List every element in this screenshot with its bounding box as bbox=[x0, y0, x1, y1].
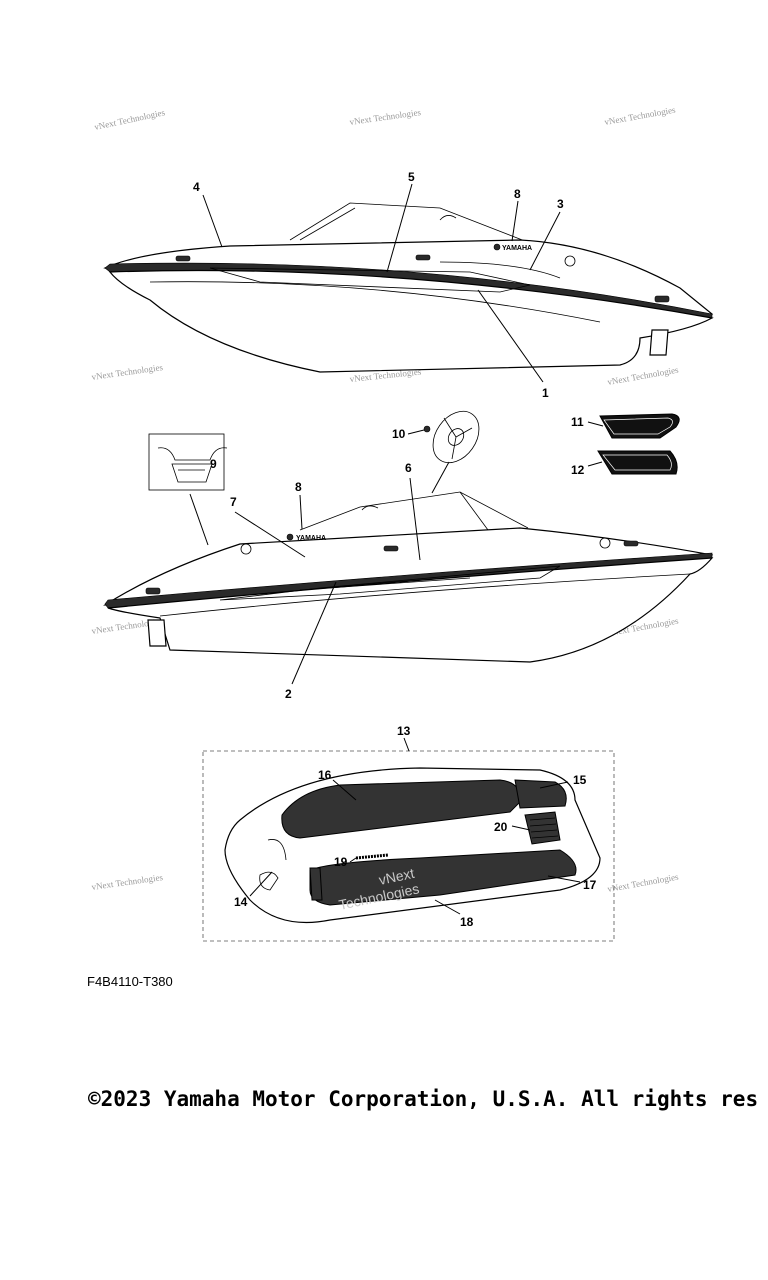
steering-wheel bbox=[423, 410, 480, 464]
callout-7: 7 bbox=[230, 495, 237, 509]
callout-11: 11 bbox=[571, 415, 584, 429]
callout-15: 15 bbox=[573, 773, 587, 787]
callout-8-bottom: 8 bbox=[295, 480, 302, 494]
callout-6: 6 bbox=[405, 461, 412, 475]
copyright-notice: ©2023 Yamaha Motor Corporation, U.S.A. A… bbox=[88, 1087, 759, 1111]
watermark: vNext Technologies bbox=[607, 872, 680, 894]
watermark: vNext Technologies bbox=[91, 362, 164, 382]
callout-20: 20 bbox=[494, 820, 508, 834]
watermark: vNext Technologies bbox=[349, 107, 422, 127]
watermark: vNext Technologies bbox=[93, 107, 166, 132]
callout-14: 14 bbox=[234, 895, 248, 909]
callout-labels: 4 5 8 3 1 10 11 12 9 7 8 6 2 13 16 15 20… bbox=[193, 170, 597, 929]
callout-1: 1 bbox=[542, 386, 549, 400]
watermark: vNext Technologies bbox=[604, 105, 677, 127]
figure-code: F4B4110-T380 bbox=[87, 974, 173, 989]
callout-9: 9 bbox=[210, 457, 217, 471]
callout-13: 13 bbox=[397, 724, 411, 738]
leader-lines bbox=[189, 183, 604, 915]
brand-decal-text: YAMAHA bbox=[502, 245, 532, 252]
mat-kit-box: vNext Technologies bbox=[202, 750, 615, 942]
boat-bottom-view: YAMAHA bbox=[103, 491, 714, 663]
brand-decal-text: YAMAHA bbox=[296, 535, 326, 542]
callout-12: 12 bbox=[571, 463, 585, 477]
callout-5: 5 bbox=[408, 170, 415, 184]
callout-8-top: 8 bbox=[514, 187, 521, 201]
callout-4: 4 bbox=[193, 180, 200, 194]
callout-17: 17 bbox=[583, 878, 597, 892]
mat-pads bbox=[597, 413, 680, 475]
watermark: vNext Technologies bbox=[607, 365, 680, 387]
callout-3: 3 bbox=[557, 197, 564, 211]
parts-diagram: vNext Technologies vNext Technologies vN… bbox=[91, 105, 714, 942]
callout-2: 2 bbox=[285, 687, 292, 701]
watermark: vNext Technologies bbox=[91, 872, 164, 892]
boat-top-view: YAMAHA bbox=[103, 202, 714, 373]
callout-19: 19 bbox=[334, 855, 348, 869]
inset-detail-9 bbox=[148, 433, 228, 491]
callout-10: 10 bbox=[392, 427, 406, 441]
callout-16: 16 bbox=[318, 768, 332, 782]
mat-watermark: vNext bbox=[377, 865, 415, 888]
callout-18: 18 bbox=[460, 915, 474, 929]
